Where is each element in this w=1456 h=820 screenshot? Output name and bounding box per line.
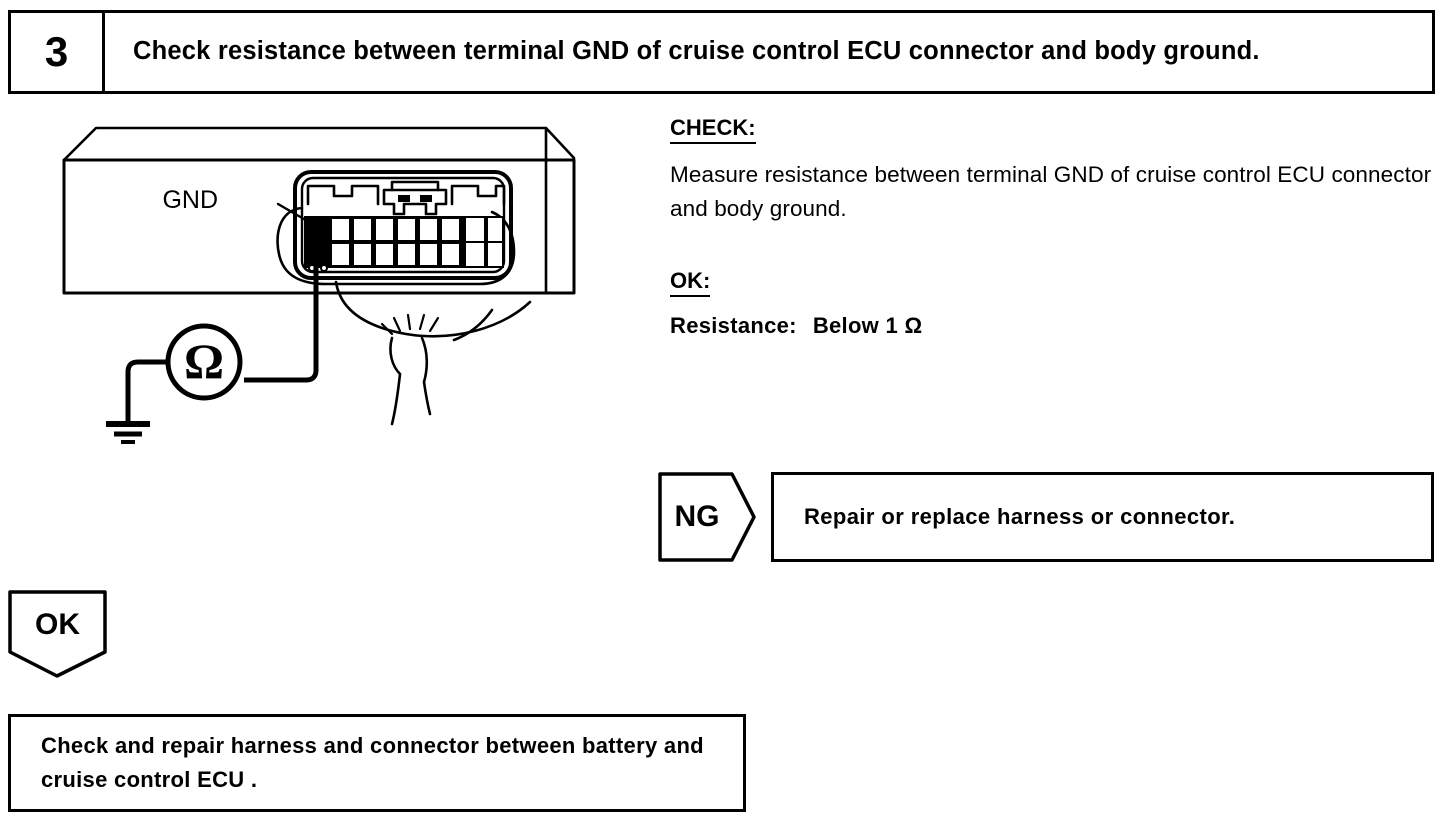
check-heading-wrap: CHECK:	[670, 115, 1440, 145]
ecu-connector-measurement-diagram: Ω GND	[40, 112, 660, 462]
terminal-cavities-lower-row	[332, 244, 459, 265]
gnd-leader-line	[276, 202, 318, 228]
ok-result-text: Check and repair harness and connector b…	[41, 732, 704, 792]
ok-result-box: Check and repair harness and connector b…	[8, 714, 746, 812]
ecu-housing-front	[62, 158, 576, 295]
step-header-box: 3 Check resistance between terminal GND …	[8, 10, 1435, 94]
test-lead-wire	[244, 240, 319, 383]
check-instruction-column: CHECK: Measure resistance between termin…	[670, 115, 1440, 339]
ohm-symbol: Ω	[184, 333, 224, 389]
ground-lead-wire	[125, 359, 168, 422]
ok-spec-heading-wrap: OK:	[670, 268, 1440, 297]
gnd-label: GND	[162, 186, 218, 214]
check-heading: CHECK:	[670, 115, 756, 145]
ok-spec-value: Below 1 Ω	[812, 312, 923, 338]
ok-spec-line: Resistance: Below 1 Ω	[670, 313, 1440, 339]
check-instruction-text: Measure resistance between terminal GND …	[670, 162, 1432, 222]
ng-badge: NG	[658, 472, 756, 562]
ng-branch-row: NG Repair or replace harness or connecto…	[658, 470, 1436, 564]
ecu-housing-bevel	[62, 126, 576, 294]
step-number-cell: 3	[11, 13, 105, 91]
terminal-cavities-large	[466, 218, 502, 266]
ok-spec-parameter: Resistance:	[670, 312, 797, 338]
step-title: Check resistance between terminal GND of…	[133, 37, 1260, 66]
ok-badge-arrow-shape	[8, 590, 107, 678]
step-number: 3	[44, 28, 69, 75]
ng-badge-arrow-shape	[658, 472, 756, 562]
ok-badge-label: OK	[35, 608, 80, 641]
connector-latch-detail	[306, 180, 506, 216]
chassis-ground-symbol	[106, 421, 150, 444]
ok-spec-heading: OK:	[670, 268, 711, 297]
wire-harness	[334, 280, 532, 426]
ng-result-text: Repair or replace harness or connector.	[804, 504, 1236, 529]
terminal-cavities-upper-row	[332, 219, 459, 240]
ok-badge: OK	[8, 590, 107, 678]
ng-result-box: Repair or replace harness or connector.	[771, 472, 1434, 562]
ng-badge-label: NG	[674, 500, 720, 533]
step-title-cell: Check resistance between terminal GND of…	[105, 13, 1432, 91]
